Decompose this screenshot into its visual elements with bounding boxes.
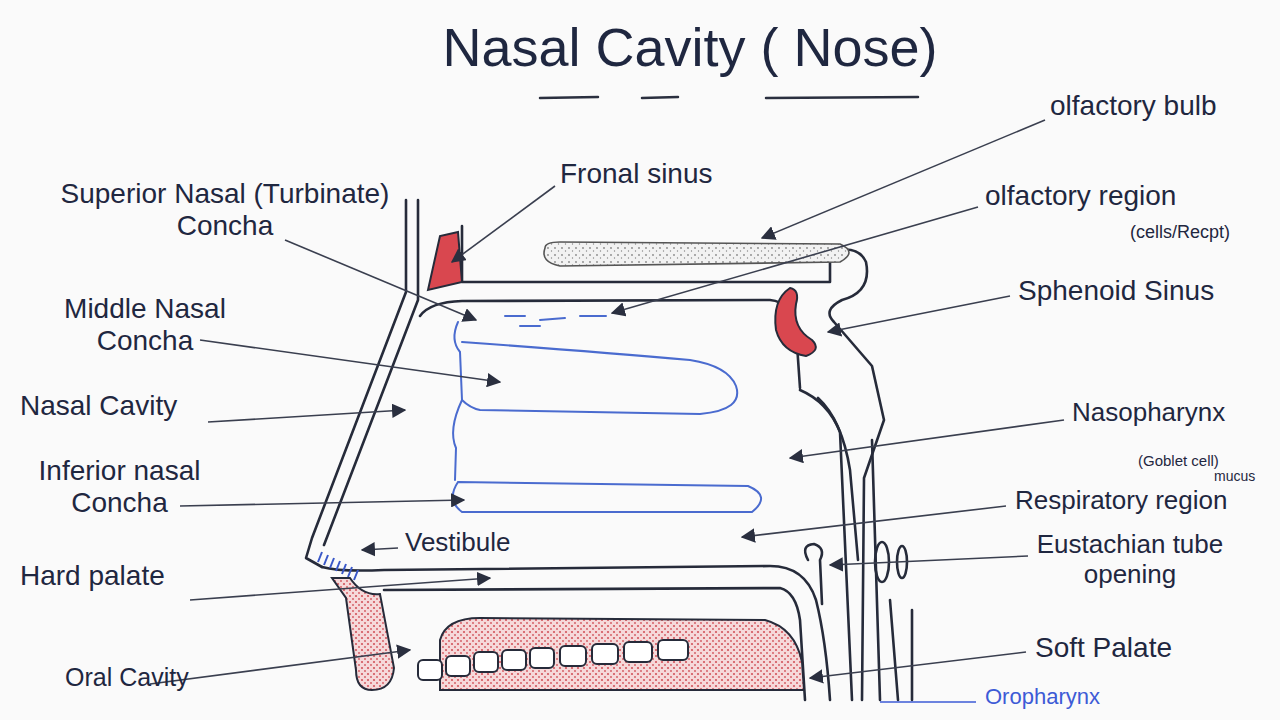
eustachian-hook bbox=[805, 544, 822, 604]
tooth bbox=[592, 644, 618, 664]
tongue bbox=[440, 618, 804, 690]
part-label: Eustachian tube opening bbox=[1035, 530, 1225, 590]
vestibule-hairs bbox=[318, 552, 358, 580]
part-label: Nasal Cavity bbox=[20, 390, 177, 422]
part-label: (cells/Recpt) bbox=[1130, 222, 1230, 243]
diagram-title: Nasal Cavity ( Nose) bbox=[430, 18, 950, 77]
part-label: Middle Nasal Concha bbox=[25, 293, 265, 357]
leader-line bbox=[762, 120, 1045, 238]
underline bbox=[540, 97, 598, 98]
part-label: (Goblet cell) bbox=[1138, 452, 1219, 469]
middle-concha bbox=[462, 342, 737, 414]
leader-line bbox=[150, 650, 410, 684]
part-label: olfactory bulb bbox=[1050, 90, 1217, 122]
tooth bbox=[446, 656, 470, 676]
leader-line bbox=[742, 506, 1006, 537]
teeth bbox=[418, 640, 688, 680]
anatomy-outline bbox=[306, 200, 912, 700]
leader-line bbox=[208, 410, 405, 422]
conchae bbox=[453, 316, 761, 512]
leader-line bbox=[790, 420, 1064, 458]
tooth bbox=[502, 650, 526, 670]
title-underlines bbox=[540, 97, 918, 98]
part-label: Soft Palate bbox=[1035, 632, 1172, 664]
leader-line bbox=[362, 548, 398, 550]
part-label: Sphenoid Sinus bbox=[1018, 275, 1214, 307]
part-label: Fronal sinus bbox=[560, 158, 713, 190]
sphenoid-sinus bbox=[775, 288, 816, 356]
palate-lower bbox=[384, 588, 805, 700]
inferior-concha bbox=[453, 482, 761, 512]
uvula-lines bbox=[890, 600, 912, 700]
underline bbox=[642, 97, 678, 98]
tooth bbox=[658, 640, 688, 660]
superior-concha-marks bbox=[505, 316, 606, 326]
leader-line bbox=[200, 340, 500, 382]
leader-line bbox=[830, 556, 1028, 565]
tooth bbox=[560, 646, 586, 666]
tooth bbox=[418, 660, 442, 680]
nose-inner-line bbox=[324, 200, 418, 545]
leader-line bbox=[180, 500, 464, 506]
palate-upper bbox=[322, 566, 830, 700]
part-label: Inferior nasal Concha bbox=[12, 455, 227, 519]
part-label: Oropharynx bbox=[985, 684, 1100, 709]
part-label: Nasopharynx bbox=[1072, 398, 1225, 428]
underline bbox=[766, 97, 918, 98]
frontal-sinus bbox=[428, 232, 462, 290]
leader-line bbox=[612, 207, 978, 313]
leader-line bbox=[810, 652, 1026, 678]
part-label: Superior Nasal (Turbinate) Concha bbox=[15, 178, 435, 242]
part-label: Respiratory region bbox=[1015, 486, 1227, 516]
tooth bbox=[530, 648, 554, 668]
part-label: Oral Cavity bbox=[65, 664, 205, 690]
upper-lip bbox=[332, 578, 394, 690]
olfactory-bulb bbox=[544, 242, 849, 266]
part-label: mucus bbox=[1214, 468, 1255, 484]
pharynx-wall bbox=[818, 398, 858, 560]
pharynx-wall bbox=[800, 390, 852, 700]
concha-attachment bbox=[453, 322, 462, 480]
tooth bbox=[474, 652, 498, 672]
leader-line bbox=[190, 578, 490, 600]
hair-marks bbox=[318, 552, 358, 580]
part-label: Vestibule bbox=[405, 528, 511, 558]
oropharynx-line bbox=[880, 701, 976, 703]
leader-line bbox=[452, 186, 555, 262]
leader-line bbox=[285, 240, 476, 320]
part-label: Hard palate bbox=[20, 560, 165, 592]
leader-line bbox=[828, 296, 1010, 332]
part-label: olfactory region bbox=[985, 180, 1176, 212]
tooth bbox=[624, 642, 652, 662]
